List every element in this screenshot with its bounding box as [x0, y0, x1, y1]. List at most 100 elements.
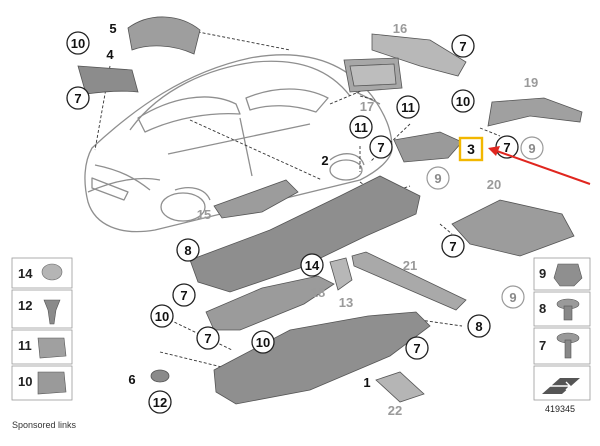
callout-11-c11a[interactable]: 11: [396, 95, 420, 119]
callout-label: 10: [456, 94, 470, 109]
nut-clip-icon: [37, 337, 67, 359]
callout-label: 8: [475, 319, 482, 334]
callout-circle: [196, 326, 220, 350]
callout-circle: [66, 31, 90, 55]
legend-left: 14 12 11 10: [11, 257, 73, 401]
nut-clip-icon-2: [37, 371, 67, 395]
callout-label: 10: [155, 309, 169, 324]
callout-7-c7d[interactable]: 7: [369, 135, 393, 159]
part-number-13: 13: [339, 295, 353, 310]
callout-label: 10: [71, 36, 85, 51]
callout-circle-grey: [520, 136, 544, 160]
callout-label: 11: [401, 100, 415, 115]
legend-label-11: 11: [18, 338, 32, 353]
part-number-6: 6: [128, 372, 135, 387]
callout-11-c11b[interactable]: 11: [349, 115, 373, 139]
callout-grey-9-g9a[interactable]: 9: [426, 166, 450, 190]
callout-14-c14a[interactable]: 14: [300, 253, 324, 277]
callout-circle: [150, 304, 174, 328]
callout-8-c8b[interactable]: 8: [467, 314, 491, 338]
callouts-grey: 9 9 9: [426, 136, 544, 309]
callout-7-c7h[interactable]: 7: [441, 234, 465, 258]
callout-circle: [176, 238, 200, 262]
callout-label: 7: [377, 140, 384, 155]
callout-10-c10a[interactable]: 10: [66, 31, 90, 55]
legend-label-8: 8: [539, 301, 546, 316]
pointer-arrow: [493, 149, 591, 185]
callout-circle: [396, 95, 420, 119]
part-number-4: 4: [106, 47, 114, 62]
legend-box-8: 8: [533, 291, 591, 327]
part-number-5: 5: [109, 21, 116, 36]
callout-7-c7a[interactable]: 7: [66, 86, 90, 110]
callout-label-grey: 9: [434, 171, 441, 186]
sponsored-links-text[interactable]: Sponsored links: [12, 420, 77, 430]
part-number-19: 19: [524, 75, 538, 90]
callout-circle: [405, 336, 429, 360]
callout-label: 7: [503, 140, 510, 155]
callout-circle: [451, 34, 475, 58]
callout-label-grey: 9: [509, 290, 516, 305]
legend-box-view: [533, 365, 591, 401]
callout-circle: [148, 390, 172, 414]
part-number-18: 18: [311, 285, 325, 300]
callout-circle: [172, 283, 196, 307]
callout-label-grey: 9: [528, 141, 535, 156]
callout-label: 7: [449, 239, 456, 254]
callout-7-c7g[interactable]: 7: [405, 336, 429, 360]
pointer-arrowhead: [488, 146, 500, 156]
part-numbers-dark: 5 4 2 6 1: [106, 21, 370, 390]
legend-label-12: 12: [18, 298, 32, 313]
callout-circle: [467, 314, 491, 338]
callout-label: 10: [256, 335, 270, 350]
highlight-label: 3: [467, 141, 475, 157]
callout-label: 7: [204, 331, 211, 346]
callout-label: 11: [354, 120, 368, 135]
callout-label: 8: [184, 243, 191, 258]
reference-number: 419345: [545, 404, 576, 414]
callout-circle: [369, 135, 393, 159]
callout-circle-grey: [501, 285, 525, 309]
part-number-20: 20: [487, 177, 501, 192]
callout-10-c10b[interactable]: 10: [451, 89, 475, 113]
callout-10-c10c[interactable]: 10: [150, 304, 174, 328]
part-number-1: 1: [363, 375, 370, 390]
callout-7-c7b[interactable]: 7: [451, 34, 475, 58]
part-number-22: 22: [388, 403, 402, 418]
hex-nut-icon: [553, 263, 583, 287]
legend-right: 9 8 7: [533, 257, 591, 401]
part-number-21: 21: [403, 258, 417, 273]
callout-grey-9-g9c[interactable]: 9: [501, 285, 525, 309]
part-number-17: 17: [360, 99, 374, 114]
callout-8-c8a[interactable]: 8: [176, 238, 200, 262]
highlight-box: [458, 136, 484, 162]
callout-grey-9-g9b[interactable]: 9: [520, 136, 544, 160]
callout-circle: [66, 86, 90, 110]
legend-box-14: 14: [11, 257, 73, 289]
callout-circle: [451, 89, 475, 113]
callout-label: 7: [180, 288, 187, 303]
callout-7-c7e[interactable]: 7: [172, 283, 196, 307]
callout-circle: [441, 234, 465, 258]
legend-label-10: 10: [18, 374, 32, 389]
callout-12-c12a[interactable]: 12: [148, 390, 172, 414]
part-number-16: 16: [393, 21, 407, 36]
car-outline: [84, 54, 393, 233]
callout-label: 7: [74, 91, 81, 106]
callout-label: 14: [305, 258, 320, 273]
legend-box-12: 12: [11, 289, 73, 329]
callout-circle: [300, 253, 324, 277]
part-number-15: 15: [197, 207, 211, 222]
callout-circle-grey: [426, 166, 450, 190]
legend-label-14: 14: [18, 266, 33, 281]
screw-icon: [43, 299, 61, 325]
callout-7-c7f[interactable]: 7: [196, 326, 220, 350]
legend-label-7: 7: [539, 338, 546, 353]
callout-circle: [251, 330, 275, 354]
callout-10-c10d[interactable]: 10: [251, 330, 275, 354]
part-number-2: 2: [321, 153, 328, 168]
